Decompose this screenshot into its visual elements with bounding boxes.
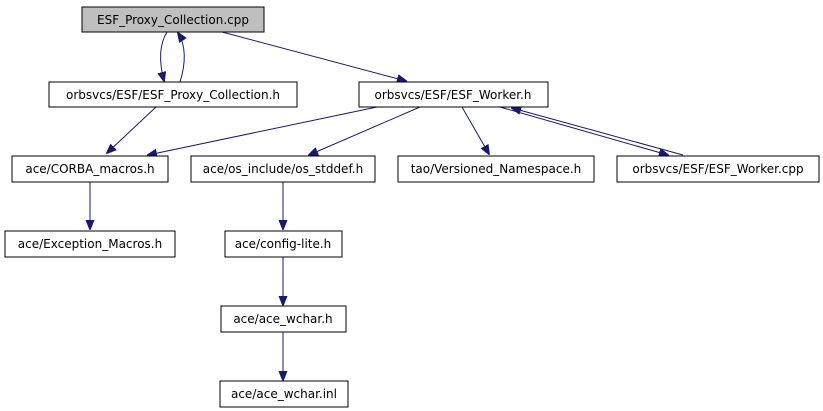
dependency-edges <box>90 31 684 380</box>
node-label: ace/CORBA_macros.h <box>25 162 154 176</box>
node-label: ESF_Proxy_Collection.cpp <box>97 13 249 27</box>
node-label: ace/ace_wchar.inl <box>231 387 337 401</box>
node-ace-wchar-h[interactable]: ace/ace_wchar.h <box>220 305 347 333</box>
node-label: ace/config-lite.h <box>235 237 332 251</box>
node-os-stddef-h[interactable]: ace/os_include/os_stddef.h <box>190 155 376 183</box>
node-label: tao/Versioned_Namespace.h <box>411 162 582 176</box>
node-proxy-collection-h[interactable]: orbsvcs/ESF/ESF_Proxy_Collection.h <box>48 81 298 108</box>
node-versioned-namespace-h[interactable]: tao/Versioned_Namespace.h <box>397 155 595 183</box>
node-label: orbsvcs/ESF/ESF_Worker.cpp <box>632 162 803 176</box>
edge-worker-h-to-versioned-namespace <box>461 106 489 154</box>
node-label: orbsvcs/ESF/ESF_Proxy_Collection.h <box>66 88 280 102</box>
edge-worker-h-to-worker-cpp <box>499 106 668 155</box>
node-esf-worker-cpp[interactable]: orbsvcs/ESF/ESF_Worker.cpp <box>616 155 820 183</box>
node-exception-macros-h[interactable]: ace/Exception_Macros.h <box>4 230 176 258</box>
file-nodes: ESF_Proxy_Collection.cpp orbsvcs/ESF/ESF… <box>4 6 820 408</box>
node-proxy-collection-cpp: ESF_Proxy_Collection.cpp <box>81 6 265 33</box>
node-label: ace/Exception_Macros.h <box>18 237 162 251</box>
node-label: orbsvcs/ESF/ESF_Worker.h <box>375 88 532 102</box>
edge-worker-h-to-os-stddef <box>309 106 421 155</box>
node-label: ace/ace_wchar.h <box>233 312 332 326</box>
edge-proxy-cpp-to-proxy-h <box>161 31 168 81</box>
node-config-lite-h[interactable]: ace/config-lite.h <box>224 230 343 258</box>
edge-proxy-h-to-corba-macros <box>107 106 157 153</box>
node-label: ace/os_include/os_stddef.h <box>203 162 363 176</box>
edge-proxy-h-to-proxy-cpp <box>178 33 184 83</box>
node-esf-worker-h[interactable]: orbsvcs/ESF/ESF_Worker.h <box>358 81 549 108</box>
edge-worker-cpp-to-worker-h <box>512 108 684 156</box>
edge-proxy-cpp-to-worker-h <box>221 31 406 81</box>
node-corba-macros-h[interactable]: ace/CORBA_macros.h <box>11 155 169 183</box>
node-ace-wchar-inl[interactable]: ace/ace_wchar.inl <box>219 380 349 408</box>
edge-worker-h-to-corba-macros <box>148 106 378 155</box>
